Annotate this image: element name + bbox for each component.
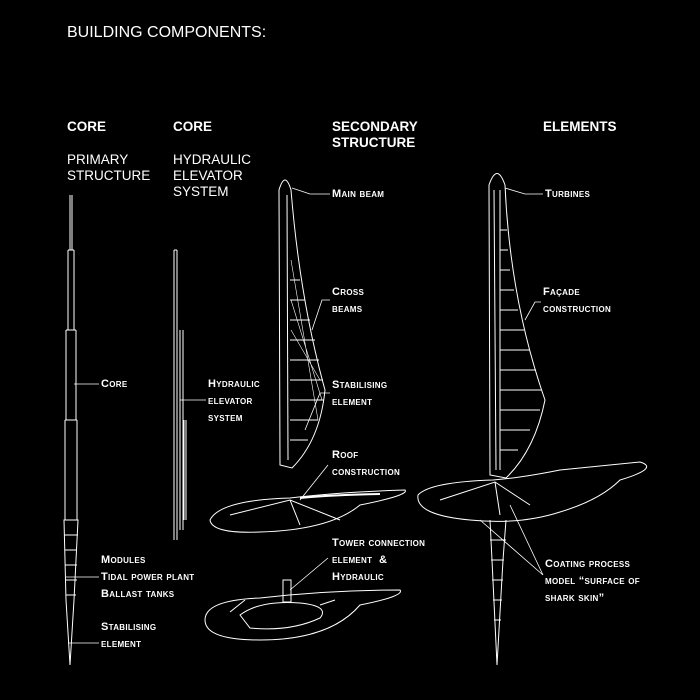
callout-line: Stabilising	[332, 379, 388, 391]
callout-line: construction	[543, 303, 612, 315]
callout-line: Hydraulic	[332, 571, 384, 583]
callout-coating: Coating process model “surface of shark …	[545, 556, 640, 607]
callout-line: Modules	[101, 554, 146, 566]
callout-line: beams	[332, 303, 363, 315]
callout-stabilising-secondary: Stabilising element	[332, 377, 387, 411]
subtitle-hydraulic: HYDRAULIC ELEVATOR SYSTEM	[173, 152, 251, 200]
callout-roof: Roof construction	[332, 447, 400, 481]
subtitle-line: STRUCTURE	[67, 168, 151, 183]
leader-lines	[66, 187, 544, 644]
callout-line: construction	[332, 466, 401, 478]
callout-line: Tower connection	[332, 537, 426, 549]
header-core-primary: CORE	[67, 119, 107, 134]
subtitle-line: PRIMARY	[67, 152, 129, 167]
callout-line: element	[332, 396, 373, 408]
callout-line: Ballast tanks	[101, 588, 175, 600]
callout-main-beam: Main beam	[332, 186, 384, 203]
callout-line: Tidal power plant	[101, 571, 195, 583]
core-pole-drawing	[63, 195, 79, 666]
secondary-tower-drawing	[278, 179, 326, 469]
callout-line: element &	[332, 554, 388, 566]
callout-core: Core	[101, 376, 127, 393]
header-line: SECONDARY	[332, 119, 418, 134]
callout-line: Façade	[543, 286, 580, 298]
callout-line: Turbines	[545, 188, 591, 200]
subtitle-line: ELEVATOR	[173, 168, 243, 183]
roof-drawing	[209, 489, 406, 533]
diagram-title: BUILDING COMPONENTS:	[67, 24, 267, 41]
callout-stabilising-core: Stabilising element	[101, 619, 156, 653]
callout-tower-connection: Tower connection element & Hydraulic	[332, 535, 425, 586]
tower-connection-drawing	[204, 579, 401, 641]
elements-tower-drawing	[417, 173, 648, 666]
callout-line: element	[101, 638, 142, 650]
callout-line: system	[208, 412, 243, 424]
callout-line: Coating process	[545, 558, 631, 570]
callout-line: Cross	[332, 286, 365, 298]
callout-facade: Façade construction	[543, 284, 611, 318]
callout-line: Hydraulic	[208, 378, 260, 390]
callout-line: Main beam	[332, 188, 385, 200]
callout-line: elevator	[208, 395, 253, 407]
callout-line: Core	[101, 378, 128, 390]
header-line: STRUCTURE	[332, 135, 416, 150]
callout-line: model “surface of	[545, 575, 640, 587]
callout-line: shark skin”	[545, 592, 605, 604]
callout-line: Roof	[332, 449, 359, 461]
subtitle-line: SYSTEM	[173, 184, 229, 199]
hydraulic-system-drawing	[173, 249, 187, 540]
subtitle-line: HYDRAULIC	[173, 152, 252, 167]
callout-modules: Modules Tidal power plant Ballast tanks	[101, 552, 194, 603]
callout-line: Stabilising	[101, 621, 157, 633]
callout-turbines: Turbines	[545, 186, 590, 203]
callout-hydraulic: Hydraulic elevator system	[208, 376, 260, 427]
header-core-hydraulic: CORE	[173, 119, 213, 134]
header-elements: ELEMENTS	[543, 119, 617, 134]
header-secondary: SECONDARY STRUCTURE	[332, 119, 418, 151]
subtitle-primary-structure: PRIMARY STRUCTURE	[67, 152, 150, 184]
callout-cross-beams: Cross beams	[332, 284, 364, 318]
